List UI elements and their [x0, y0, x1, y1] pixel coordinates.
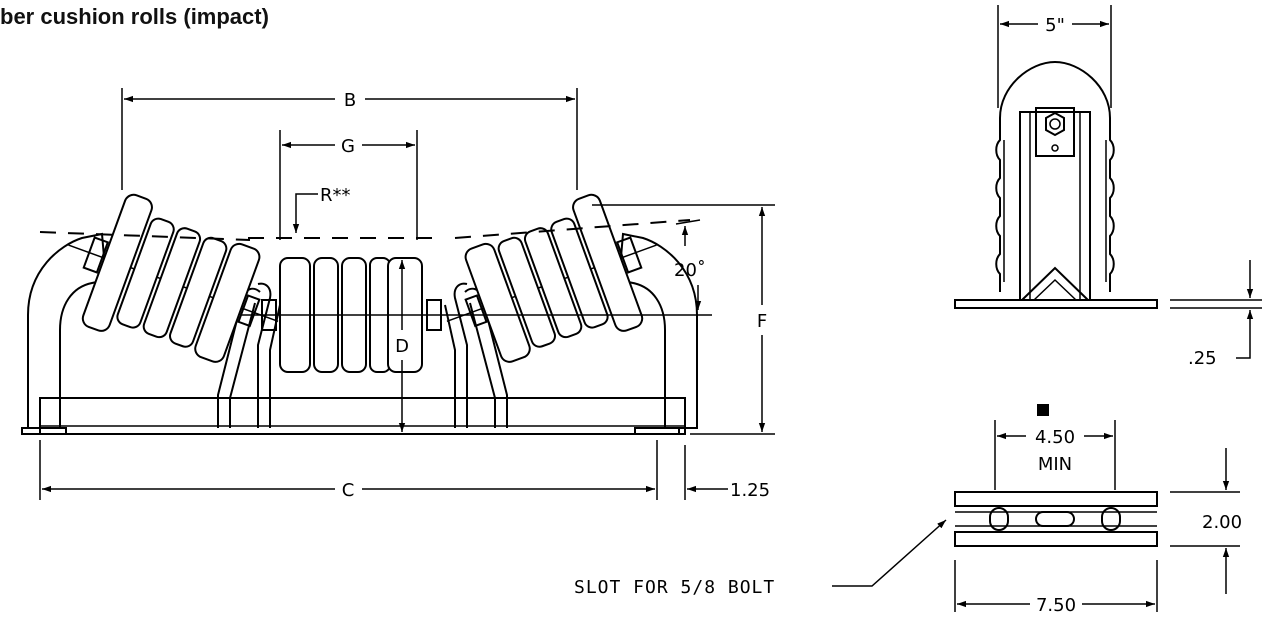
inner-bracket-right-b: [469, 302, 496, 428]
dim-5-label: 5": [1045, 15, 1065, 36]
foot-plate-top: [954, 491, 1158, 507]
inner-bracket-left-c: [257, 282, 272, 428]
side-view: 5" .25: [954, 5, 1262, 369]
right-disc-4: [497, 236, 556, 348]
right-roll-bearing-inner: [464, 294, 488, 328]
side-gusset-inner: [1033, 278, 1077, 301]
diagram-title: ber cushion rolls (impact): [0, 4, 269, 29]
dim-c-label: C: [342, 480, 355, 501]
dim-b-label: B: [344, 90, 356, 111]
right-wing-roll: [446, 193, 657, 363]
critical-dim-marker-icon: [1037, 404, 1049, 416]
right-disc-2: [550, 217, 609, 329]
slot-left: [989, 507, 1009, 531]
left-wing-roll: [68, 193, 279, 363]
inner-bracket-left-b: [229, 302, 256, 428]
dim-r-label: R**: [320, 185, 351, 206]
right-disc-1: [572, 193, 644, 332]
right-disc-5: [464, 242, 531, 363]
right-roll-bearing-outer: [615, 236, 643, 274]
dim-g-label: G: [341, 136, 355, 157]
side-disc-inner: [1003, 140, 1107, 282]
side-disc-top: [999, 60, 1111, 119]
left-roll-bearing-inner: [237, 294, 261, 328]
left-roll-bearing-outer: [82, 236, 110, 274]
dim-450-label: 4.50: [1035, 427, 1075, 448]
slot-note-leader: [832, 519, 947, 587]
right-disc-3: [523, 227, 583, 339]
side-shaft-clip: [1035, 107, 1075, 157]
side-base-plate: [954, 299, 1158, 309]
center-roll: [240, 257, 712, 373]
dim-r-leader: [292, 193, 318, 233]
foot-plate-bottom: [954, 531, 1158, 547]
side-gusset: [1021, 266, 1089, 301]
trough-line-right: [454, 219, 691, 239]
trough-line-left: [39, 231, 251, 241]
slot-note-label: SLOT FOR 5/8 BOLT: [574, 577, 775, 598]
slot-center: [1035, 511, 1075, 527]
left-disc-3: [142, 227, 202, 339]
dim-125-label: 1.25: [730, 480, 770, 501]
side-disc-stack-left: [995, 118, 1001, 292]
dim-d-label: D: [395, 336, 409, 357]
inner-bracket-right-d: [444, 304, 456, 428]
bolt-hole-icon: [1049, 118, 1061, 130]
left-disc-2: [116, 217, 175, 329]
dim-750-label: 7.50: [1036, 595, 1076, 616]
inner-bracket-right-c: [453, 282, 468, 428]
hex-nut-icon: [1045, 111, 1065, 137]
dim-25-label: .25: [1188, 348, 1217, 369]
side-disc-stack-right: [1109, 118, 1115, 292]
right-foot: [634, 427, 680, 435]
dim-25-arrow-bottom: [1236, 310, 1254, 359]
foot-detail: 4.50 MIN 2.00 7.50 SLOT FOR 5/8 BOLT: [574, 404, 1242, 616]
left-disc-1: [81, 193, 153, 332]
dim-f-label: F: [757, 311, 767, 332]
front-view: B G R** 20˚ F D C 1.25: [21, 88, 775, 501]
slot-right: [1101, 507, 1121, 531]
angle-label: 20˚: [674, 260, 706, 281]
base-frame: [39, 397, 686, 435]
dim-450-min-label: MIN: [1038, 454, 1072, 475]
left-disc-5: [194, 242, 261, 363]
dim-200-label: 2.00: [1202, 512, 1242, 533]
grease-fitting-icon: [1051, 144, 1059, 152]
angle-ext: [675, 219, 701, 225]
